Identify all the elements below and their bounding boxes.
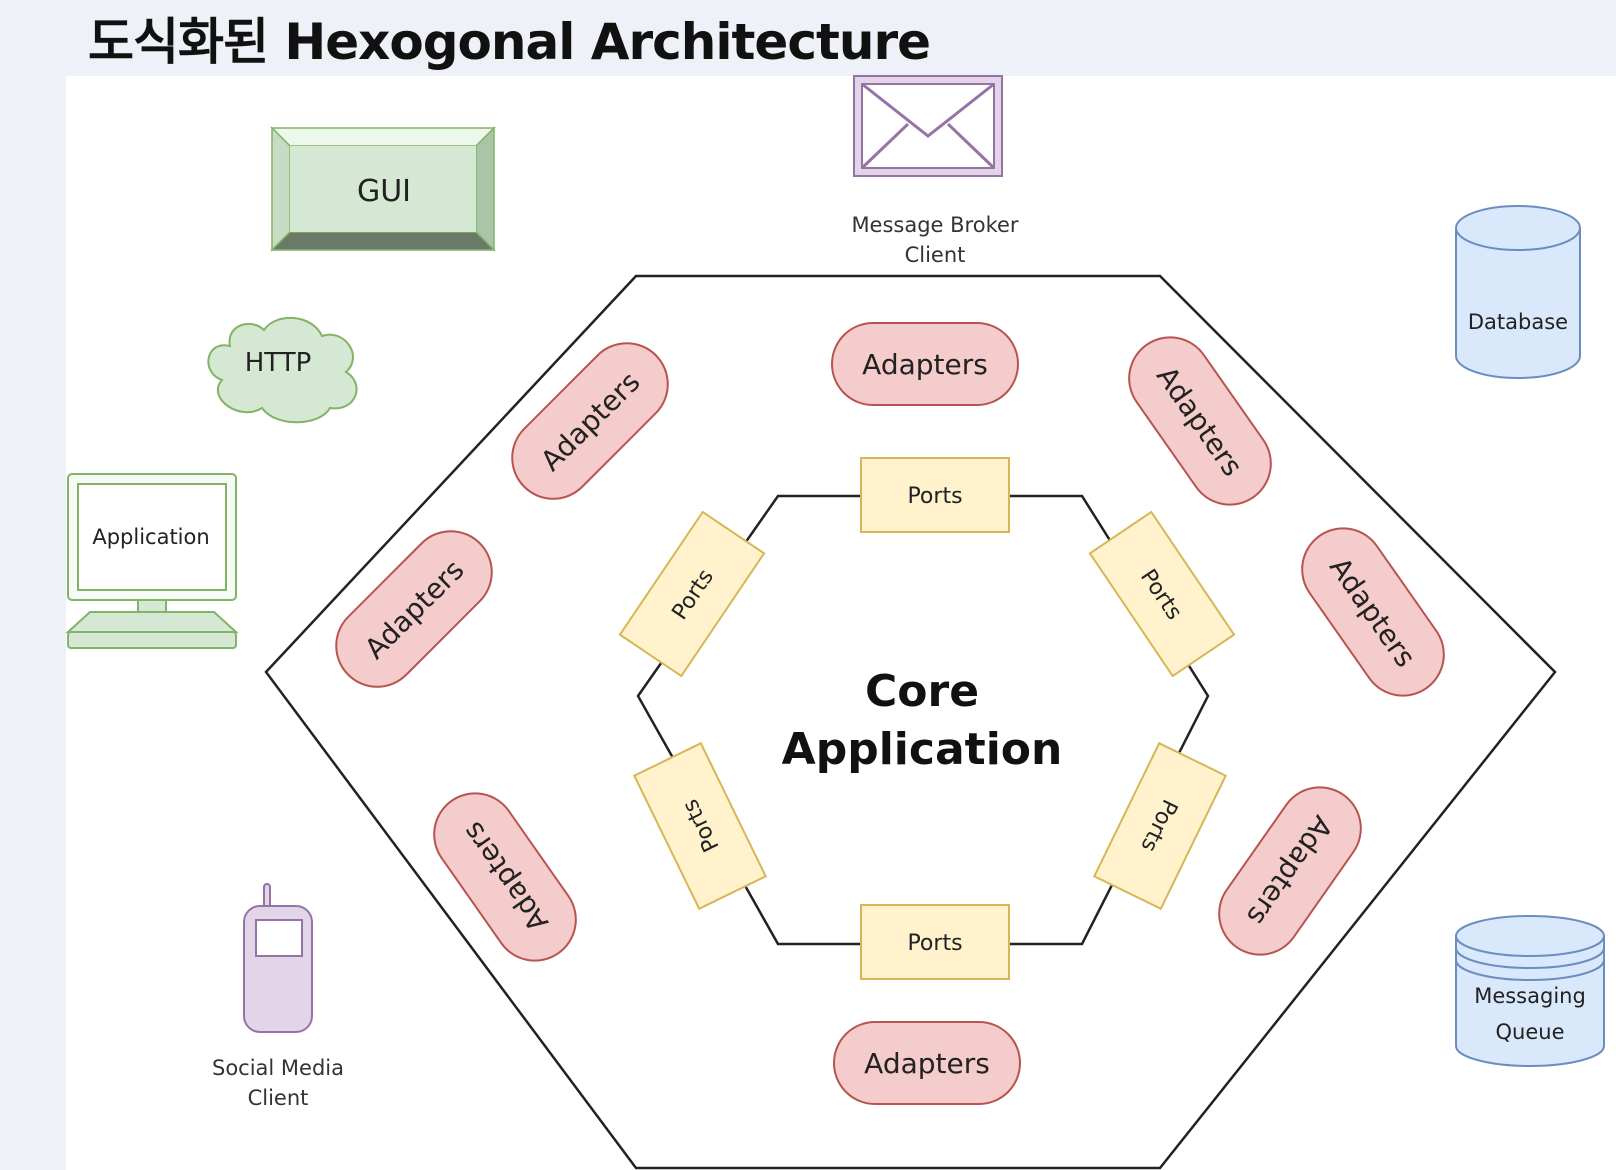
core-label-line2: Application [782, 724, 1063, 775]
svg-text:Ports: Ports [907, 484, 962, 509]
queue-label-line1: Messaging [1474, 984, 1586, 1008]
message-broker-label-line2: Client [905, 243, 966, 267]
slide-title: 도식화된 Hexogonal Architecture [88, 13, 931, 71]
queue-cylinder-icon: Messaging Queue [1455, 915, 1605, 1067]
port-lower-right: Ports [1092, 741, 1228, 911]
adapter-top: Adapters [831, 322, 1019, 406]
application-monitor-icon: Application [65, 473, 239, 649]
port-upper-right: Ports [1088, 510, 1236, 678]
port-bottom: Ports [860, 904, 1010, 980]
social-media-label-line1: Social Media [212, 1056, 344, 1080]
database-label: Database [1468, 310, 1568, 334]
port-upper-left: Ports [618, 510, 766, 678]
gui-button-shape: GUI [270, 126, 496, 252]
http-label: HTTP [245, 348, 312, 378]
svg-text:Adapters: Adapters [864, 1047, 990, 1080]
outer-hexagon [264, 274, 1557, 1170]
application-label: Application [92, 525, 209, 549]
social-media-label-line2: Client [248, 1086, 309, 1110]
inner-hexagon [636, 494, 1210, 946]
port-top: Ports [860, 457, 1010, 533]
port-lower-left: Ports [632, 741, 768, 911]
http-cloud-icon: HTTP [207, 317, 358, 424]
adapter-mid-left: Adapters [335, 530, 493, 688]
svg-text:Ports: Ports [907, 931, 962, 956]
adapter-lower-right: Adapters [1218, 786, 1362, 956]
database-cylinder-icon: Database [1455, 205, 1581, 379]
mobile-phone-icon [243, 883, 313, 1033]
adapter-upper-left: Adapters [511, 342, 669, 500]
gui-label: GUI [357, 174, 411, 209]
envelope-icon [853, 75, 1003, 177]
adapter-lower-left: Adapters [433, 792, 577, 962]
adapter-mid-right: Adapters [1301, 527, 1445, 697]
adapter-upper-right: Adapters [1128, 336, 1272, 506]
core-label-line1: Core [865, 666, 979, 717]
adapter-bottom: Adapters [833, 1021, 1021, 1105]
svg-text:Adapters: Adapters [862, 348, 988, 381]
message-broker-label-line1: Message Broker [851, 213, 1018, 237]
queue-label-line2: Queue [1496, 1020, 1565, 1044]
